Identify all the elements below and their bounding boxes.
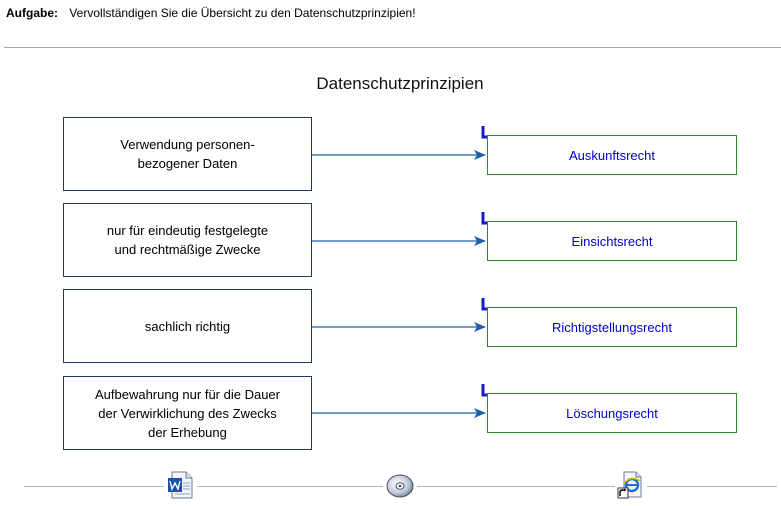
bottom-divider <box>647 486 777 487</box>
bottom-divider <box>24 486 164 487</box>
principle-box-3: sachlich richtig <box>63 289 312 363</box>
cd-disc-icon[interactable] <box>385 470 415 500</box>
bottom-divider <box>417 486 615 487</box>
right-box-2[interactable]: Einsichtsrecht <box>487 221 737 261</box>
right-box-3[interactable]: Richtigstellungsrecht <box>487 307 737 347</box>
task-text: Vervollständigen Sie die Übersicht zu de… <box>69 6 416 20</box>
task-label: Aufgabe: <box>6 6 58 20</box>
top-divider <box>4 47 781 48</box>
word-document-icon[interactable] <box>166 470 196 500</box>
principle-box-1: Verwendung personen- bezogener Daten <box>63 117 312 191</box>
right-box-1[interactable]: Auskunftsrecht <box>487 135 737 175</box>
internet-explorer-shortcut-icon[interactable] <box>616 470 646 500</box>
principle-box-4: Aufbewahrung nur für die Dauer der Verwi… <box>63 376 312 450</box>
diagram-title: Datenschutzprinzipien <box>316 74 484 93</box>
task-instruction: Aufgabe: Vervollständigen Sie die Übersi… <box>6 6 416 20</box>
right-box-4[interactable]: Löschungsrecht <box>487 393 737 433</box>
principle-box-2: nur für eindeutig festgelegte und rechtm… <box>63 203 312 277</box>
bottom-divider <box>197 486 383 487</box>
